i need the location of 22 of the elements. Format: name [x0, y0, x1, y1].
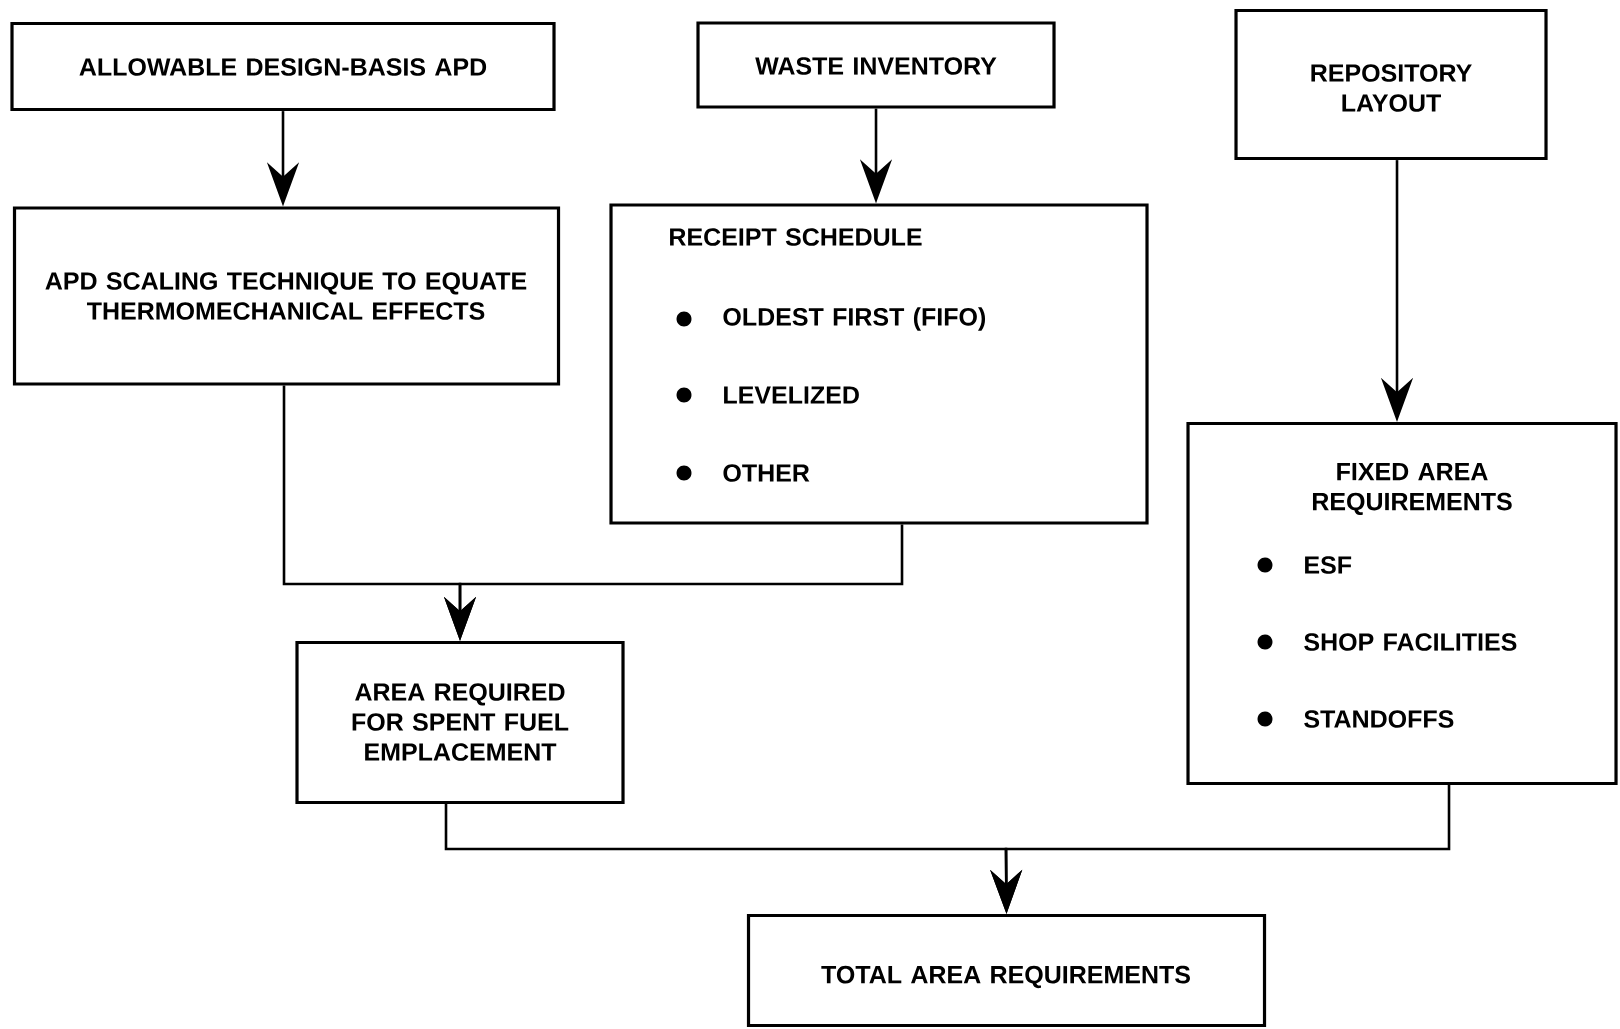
- process-box: [1186, 421, 1618, 786]
- box-text: OLDEST FIRST (FIFO): [723, 307, 986, 331]
- process-box: [10, 21, 556, 112]
- box-text: ALLOWABLE DESIGN-BASIS APD: [79, 58, 487, 76]
- box-text: TOTAL AREA REQUIREMENTS: [821, 965, 1190, 989]
- process-box: [12, 206, 561, 386]
- box-text: FIXED AREA REQUIREMENTS: [1313, 462, 1512, 516]
- box-text: AREA REQUIRED FOR SPENT FUEL EMPLACEMENT: [352, 683, 569, 761]
- process-box: [609, 203, 1149, 525]
- process-box: [1234, 8, 1548, 161]
- process-box: [696, 21, 1056, 109]
- box-text: WASTE INVENTORY: [755, 57, 997, 75]
- box-text: STANDOFFS: [1304, 710, 1454, 728]
- box-text: ESF: [1305, 556, 1352, 574]
- box-text: LEVELIZED: [724, 386, 859, 404]
- box-text: SHOP FACILITIES: [1304, 633, 1517, 651]
- box-text: RECEIPT SCHEDULE: [670, 228, 922, 246]
- box-text: APD SCALING TECHNIQUE TO EQUATE THERMOMECHANICAL EFFECTS: [45, 272, 527, 320]
- box-text: REPOSITORY LAYOUT: [1311, 64, 1472, 112]
- box-text: OTHER: [723, 464, 810, 482]
- process-box: [746, 913, 1267, 1028]
- process-box: [295, 640, 625, 805]
